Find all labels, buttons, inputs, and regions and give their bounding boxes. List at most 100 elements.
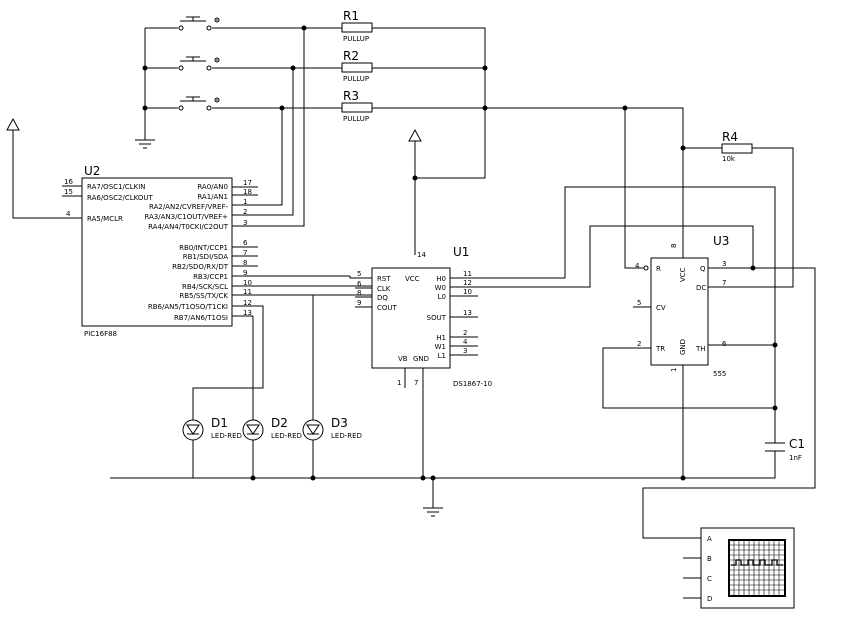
u2-pin-18-num: 18 [243,188,252,196]
u2-pin-8-name: RB2/SDO/RX/DT [172,263,229,271]
u2-pin-6-num: 6 [243,239,248,247]
u1-vb-label: VB [398,355,408,363]
u3-q-pin: 3 [722,260,726,268]
u3-r-label: R [656,265,661,273]
switch-1[interactable] [145,16,225,31]
ground-symbol [423,478,443,517]
resistor-r2: R2 PULLUP [341,49,373,83]
u3-dc-label: DC [696,284,706,292]
led-d3: D3 LED-RED [232,294,362,478]
led-d1: D1 LED-RED [182,305,264,478]
u2-pin-6-name: RB0/INT/CCP1 [179,244,228,252]
u1-pin-11-name: H0 [436,275,446,283]
u1-pin-6-num: 6 [357,280,362,288]
u1-pin-10-name: L0 [438,293,446,301]
u1-pin-5-num: 5 [357,270,361,278]
scope-channel-b: B [707,555,712,563]
d3-ref: D3 [331,416,348,430]
u3-ref: U3 [713,234,729,248]
u2-pin-4-name: RA5/MCLR [87,215,123,223]
u3-r-pin: 4 [635,262,640,270]
u2-pin-15-num: 15 [64,188,73,196]
u2-pin-7-num: 7 [243,249,247,257]
u2-pin-11-num: 11 [243,288,252,296]
u1-pin-12-num: 12 [463,279,472,287]
u2-pin-15-name: RA6/OSC2/CLKOUT [87,194,153,202]
u2-pin-10-name: RB4/SCK/SCL [182,283,228,291]
u2-part: PIC16F88 [84,330,117,338]
scope-channel-a: A [707,535,712,543]
u1-pin-9-name: COUT [377,304,398,312]
u2-pin-3-num: 3 [243,219,247,227]
u3-vcc-label: VCC [679,267,687,282]
u3-tr-label: TR [655,345,665,353]
u2-pin-9-num: 9 [243,269,247,277]
u2-pin-13-name: RB7/AN6/T1OSI [174,314,228,322]
u1-pin-9-num: 9 [357,299,361,307]
oscilloscope[interactable]: A B C D [683,527,795,609]
u1-pin-4-num: 4 [463,338,468,346]
switch-3[interactable] [145,96,225,111]
u3-tr-pin: 2 [637,340,641,348]
oscilloscope-trace-icon [731,559,783,566]
u2-pin-1-name: RA2/AN2/CVREF/VREF- [149,203,228,211]
switch-2[interactable] [145,56,225,71]
u2-pin-4-num: 4 [66,210,71,218]
u1-pin-8-name: DQ [377,294,388,302]
u2-pin-12-num: 12 [243,299,252,307]
led-d2: D2 LED-RED [242,316,302,478]
u2-pin-18-name: RA1/AN1 [197,193,228,201]
u1-pin-4-name: W1 [435,343,446,351]
u3-gnd-label: GND [679,339,687,355]
u1-pin-13-num: 13 [463,309,472,317]
resistor-r3: R3 PULLUP [341,89,373,123]
u3-th-pin: 6 [722,340,727,348]
c1-ref: C1 [789,437,805,451]
u1-vb-pin: 1 [397,379,401,387]
d1-ref: D1 [211,416,228,430]
u2-pin-12-name: RB6/AN5/T1OSO/T1CKI [148,303,228,311]
ic-u3-555: U3 555 R 4 VCC 8 Q 3 DC 7 CV 5 TR 2 GND … [602,108,816,539]
u1-pin-3-name: L1 [438,352,446,360]
u1-pin-6-name: CLK [377,285,391,293]
c1-value: 1nF [789,454,802,462]
u2-pin-16-num: 16 [64,178,73,186]
u3-cv-pin: 5 [637,299,641,307]
u3-vcc-pin: 8 [670,244,678,248]
scope-channel-d: D [707,595,712,603]
u2-pin-17-num: 17 [243,179,252,187]
u3-cv-label: CV [656,304,666,312]
r3-value: PULLUP [343,115,369,123]
u2-ref: U2 [84,164,100,178]
ic-u1-ds1867: U1 DS1867-10 5 6 8 9 RST CLK DQ COUT VCC… [355,245,492,478]
u2-pin-10-num: 10 [243,279,252,287]
r1-value: PULLUP [343,35,369,43]
r4-ref: R4 [722,130,738,144]
ic-u2-pic16f88: U2 PIC16F88 16 RA7/OSC1/CLKIN 15 RA6/OSC… [62,164,355,338]
resistor-r4: R4 10k [625,107,753,163]
d2-ref: D2 [271,416,288,430]
r2-ref: R2 [343,49,359,63]
u1-pin-2-num: 2 [463,329,467,337]
u1-pin-13-name: SOUT [427,314,447,322]
u2-pin-11-name: RB5/SS/TX/CK [179,292,228,300]
u2-pin-16-name: RA7/OSC1/CLKIN [87,183,146,191]
d1-value: LED-RED [211,432,242,440]
u2-pin-2-num: 2 [243,208,247,216]
u1-gnd-pin: 7 [414,379,418,387]
u1-part: DS1867-10 [453,380,492,388]
u2-pin-3-name: RA4/AN4/T0CKI/C2OUT [148,223,229,231]
u1-pin-2-name: H1 [436,334,446,342]
u2-pin-1-num: 1 [243,198,247,206]
u3-dc-pin: 7 [722,279,726,287]
u1-pin-10-num: 10 [463,288,472,296]
u3-gnd-pin: 1 [670,368,678,372]
u2-pin-7-name: RB1/SDI/SDA [183,253,228,261]
r2-value: PULLUP [343,75,369,83]
r3-ref: R3 [343,89,359,103]
u1-ref: U1 [453,245,469,259]
u3-th-label: TH [695,345,706,353]
u2-pin-8-num: 8 [243,259,247,267]
u2-pin-17-name: RA0/AN0 [197,183,228,191]
